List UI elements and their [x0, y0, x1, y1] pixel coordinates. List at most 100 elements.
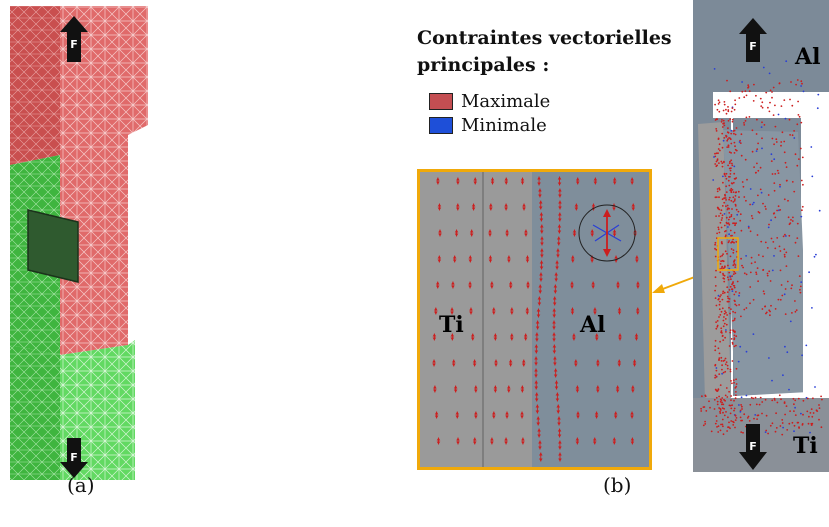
stress-dot: [716, 426, 718, 428]
stress-dot: [775, 427, 778, 429]
stress-dot: [717, 226, 720, 229]
stress-dot: [729, 90, 732, 93]
stress-dot: [720, 360, 723, 362]
stress-dot: [759, 97, 762, 100]
stress-arrow-head: [630, 415, 634, 419]
stress-dot: [723, 103, 726, 106]
stress-dot: [728, 216, 731, 219]
stress-dot: [779, 185, 781, 188]
stress-dot: [768, 72, 771, 75]
stress-arrow-head: [617, 363, 622, 367]
stress-dot: [718, 407, 720, 409]
overview-stress-dots: [700, 59, 823, 436]
stress-dot: [732, 319, 734, 322]
stress-dot: [797, 100, 799, 103]
stress-dot: [721, 162, 724, 165]
stress-dot: [732, 196, 735, 199]
stress-dot: [725, 134, 727, 137]
zoom-detail-circle: [578, 204, 636, 262]
stress-dot: [747, 225, 750, 228]
stress-dot: [718, 143, 721, 146]
stress-dot: [763, 292, 766, 295]
stress-dot: [728, 298, 731, 300]
stress-arrow-head: [635, 311, 640, 315]
stress-dot: [771, 137, 774, 140]
stress-dot: [729, 285, 732, 288]
stress-dot: [719, 410, 721, 413]
stress-dot: [794, 153, 797, 156]
stress-dot: [771, 379, 773, 382]
stress-dot: [720, 294, 722, 296]
stress-dot: [774, 104, 776, 107]
stress-dot: [796, 123, 799, 126]
stress-arrow-head: [594, 411, 599, 415]
stress-dot: [750, 262, 753, 265]
stress-dot: [771, 269, 774, 272]
stress-dot: [753, 166, 755, 169]
stress-dot: [720, 260, 722, 263]
stress-dot: [730, 395, 732, 397]
stress-dot: [798, 427, 800, 429]
stress-dot: [770, 219, 772, 222]
stress-arrow-head: [572, 233, 577, 237]
stress-arrow-head: [592, 441, 597, 445]
stress-arrow-head: [535, 320, 540, 324]
stress-dot: [800, 121, 803, 124]
stress-dot: [721, 242, 723, 245]
stress-dot: [733, 165, 736, 168]
stress-arrow-head: [630, 177, 634, 181]
stress-dot: [732, 273, 735, 275]
stress-dot: [753, 83, 755, 86]
stress-dot: [799, 288, 801, 291]
stress-dot: [714, 363, 717, 366]
stress-arrow-head: [596, 385, 600, 389]
stress-dot: [733, 334, 736, 337]
stress-arrow-head: [612, 441, 617, 445]
stress-arrow-head: [451, 359, 456, 363]
stress-dot: [734, 397, 737, 400]
stress-arrow-head: [490, 441, 494, 445]
zoom-label-ti: Ti: [439, 312, 464, 338]
stress-dot: [733, 407, 736, 410]
stress-dot: [774, 125, 777, 128]
stress-dot: [729, 255, 732, 258]
stress-dot: [818, 407, 821, 409]
overview-al-tilted-block: [723, 130, 809, 396]
stress-dot: [780, 105, 783, 107]
stress-dot: [715, 415, 718, 417]
stress-dot: [734, 133, 737, 136]
stress-arrow-head: [537, 182, 541, 186]
stress-arrow-head: [536, 314, 541, 318]
stress-arrow-head: [537, 296, 542, 300]
stress-dot: [722, 292, 724, 295]
stress-arrow-head: [522, 207, 526, 211]
stress-dot: [765, 311, 768, 314]
stress-arrow-head: [525, 259, 530, 263]
stress-dot: [730, 110, 733, 113]
stress-arrow-head: [635, 259, 639, 263]
stress-arrow-head: [538, 194, 542, 198]
stress-dot: [794, 310, 797, 313]
stress-dot: [722, 411, 724, 414]
stress-dot: [813, 255, 816, 258]
stress-dot: [723, 137, 726, 139]
stress-dot: [729, 275, 732, 278]
stress-dot: [810, 424, 813, 426]
stress-dot: [733, 319, 736, 321]
stress-arrow-head: [450, 311, 454, 315]
stress-dot: [821, 398, 823, 401]
stress-arrow-head: [473, 177, 478, 181]
stress-dot: [757, 414, 760, 417]
stress-dot: [730, 399, 732, 401]
stress-arrow-head: [534, 344, 539, 348]
stress-arrow-head: [456, 441, 460, 445]
stress-arrow-head: [630, 441, 635, 445]
upper-plate-side: [10, 6, 60, 165]
stress-dot: [725, 185, 728, 188]
stress-arrow-head: [538, 284, 543, 288]
stress-arrow-head: [552, 332, 556, 336]
stress-dot: [717, 137, 720, 140]
stress-dot: [727, 119, 730, 122]
stress-dot: [727, 300, 730, 303]
stress-dot: [733, 381, 735, 384]
